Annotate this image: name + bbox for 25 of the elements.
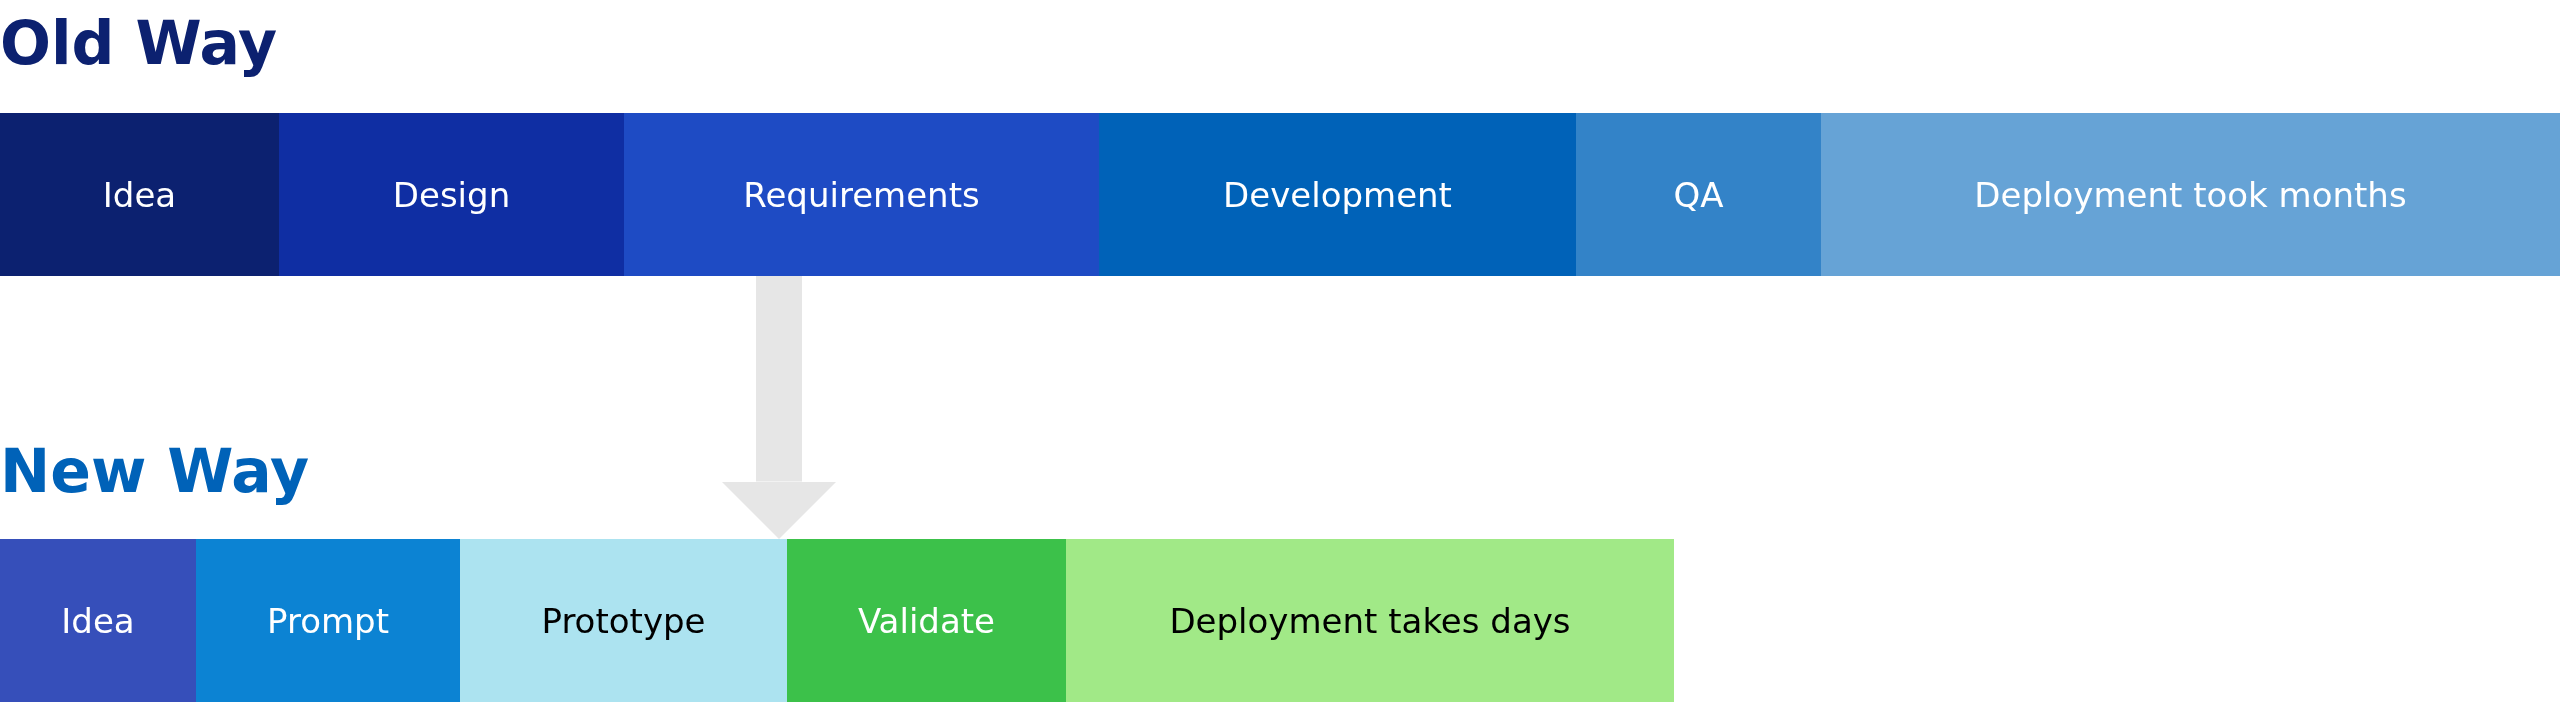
step-label: Deployment takes days bbox=[1169, 600, 1571, 641]
section-heading: New Way bbox=[0, 436, 310, 506]
step-label: Validate bbox=[858, 600, 995, 641]
process-band bbox=[624, 113, 1099, 276]
process-band bbox=[460, 539, 787, 702]
process-band bbox=[787, 539, 1066, 702]
process-band bbox=[196, 539, 460, 702]
process-band bbox=[0, 113, 279, 276]
step-label: Prompt bbox=[267, 600, 389, 641]
process-band bbox=[1066, 539, 1674, 702]
process-band bbox=[1576, 113, 1821, 276]
step-label: QA bbox=[1673, 174, 1724, 215]
process-band bbox=[0, 539, 196, 702]
step-label: Idea bbox=[102, 174, 177, 215]
arrow bbox=[721, 276, 837, 539]
process-band bbox=[1821, 113, 2560, 276]
step-label: Deployment took months bbox=[1974, 174, 2407, 215]
process-band bbox=[279, 113, 624, 276]
step-label: Development bbox=[1223, 174, 1452, 215]
step-label: Requirements bbox=[743, 174, 980, 215]
process-band bbox=[1099, 113, 1576, 276]
section-heading: Old Way bbox=[0, 8, 278, 78]
step-label: Prototype bbox=[541, 600, 706, 641]
step-label: Design bbox=[392, 174, 511, 215]
step-label: Idea bbox=[61, 600, 135, 641]
